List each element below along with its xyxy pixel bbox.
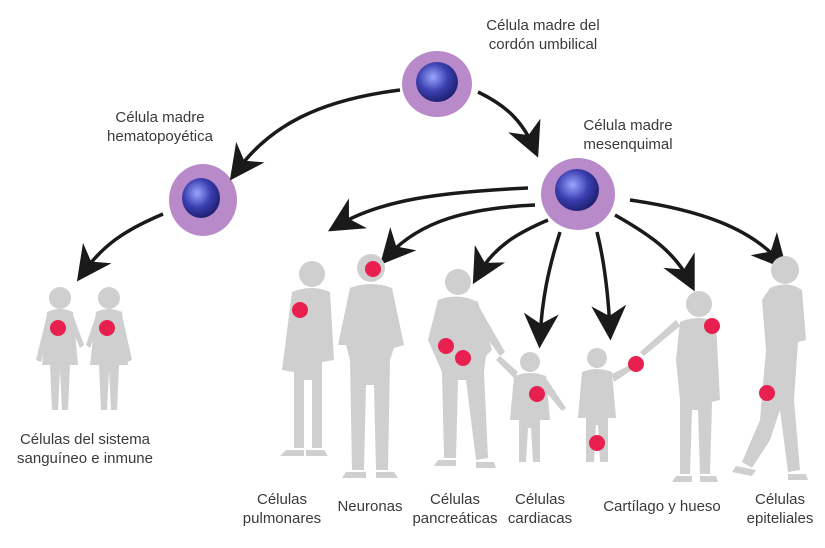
marker-pulmonary	[292, 302, 308, 318]
marker-cartilage-child	[589, 435, 605, 451]
adult-figure-pancreatic	[428, 269, 505, 468]
label-epithelial-cells: Células epiteliales	[746, 491, 814, 527]
arrow-to-cartilage-adult	[614, 213, 695, 292]
label-pulmonary-cells: Células pulmonares	[242, 491, 322, 527]
arrow-to-pulmonary	[328, 186, 529, 232]
arrows	[76, 88, 787, 349]
arrow-hematopoietic-to-blood	[76, 212, 164, 282]
marker-cardiac	[529, 386, 545, 402]
arrow-to-cartilage	[591, 231, 627, 341]
marker-cartilage-hand	[628, 356, 644, 372]
marker-pancreatic-2	[455, 350, 471, 366]
cell-markers	[50, 261, 775, 451]
label-hematopoietic-stem-cell: Célula madre hematopoyética	[107, 109, 213, 145]
arrow-to-neurons	[380, 203, 536, 265]
marker-epithelial	[759, 385, 775, 401]
adult-figure-epithelial	[732, 256, 808, 480]
marker-cartilage-adult	[704, 318, 720, 334]
adult-figure-neurons	[338, 254, 404, 478]
child-figure-cardiac	[496, 352, 566, 462]
adult-figure-cartilage	[640, 291, 720, 482]
label-blood-immune-cells: Células del sistema sanguíneo e inmune	[17, 431, 153, 467]
arrow-to-pancreatic	[472, 218, 549, 285]
marker-blood-left	[50, 320, 66, 336]
silhouettes	[36, 254, 808, 482]
umbilical-stem-cell	[402, 51, 472, 117]
label-neurons: Neuronas	[337, 498, 403, 515]
marker-pancreatic-1	[438, 338, 454, 354]
arrow-umbilical-to-hematopoietic	[229, 88, 401, 181]
marker-blood-right	[99, 320, 115, 336]
label-pancreatic-cells: Células pancreáticas	[412, 491, 498, 527]
label-cardiac-cells: Células cardiacas	[507, 491, 573, 527]
arrow-to-cardiac	[523, 231, 562, 349]
marker-neurons	[365, 261, 381, 277]
label-umbilical-stem-cell: Célula madre del cordón umbilical	[486, 17, 600, 53]
hematopoietic-stem-cell	[169, 164, 237, 236]
label-mesenchymal-stem-cell: Célula madre mesenquimal	[583, 117, 673, 153]
adult-figure-pulmonary	[280, 261, 334, 456]
child-figure-left	[36, 287, 84, 410]
label-cartilage-bone: Cartílago y hueso	[603, 498, 721, 515]
mesenchymal-stem-cell	[541, 158, 615, 230]
child-figure-right	[86, 287, 132, 410]
arrow-umbilical-to-mesenchymal	[477, 90, 541, 158]
arrow-to-epithelial	[629, 198, 787, 270]
